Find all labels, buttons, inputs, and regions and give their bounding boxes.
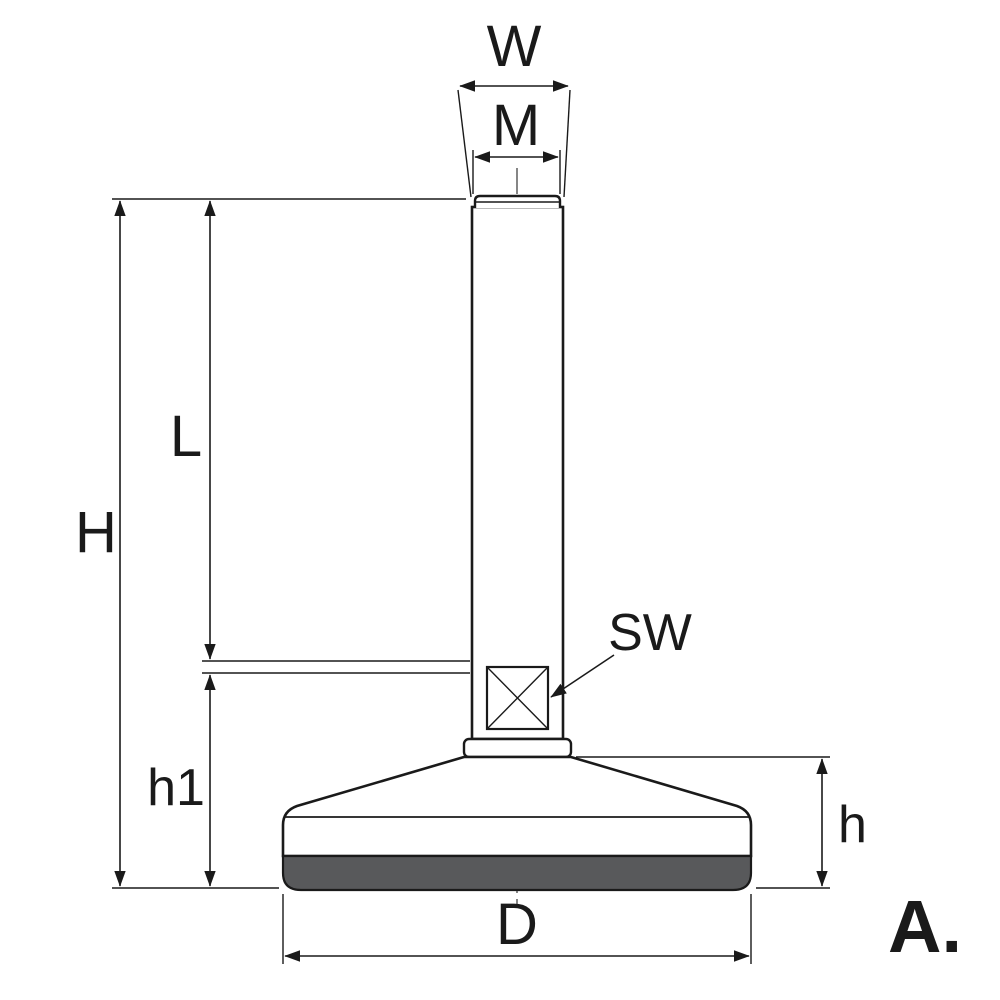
dim-W-extension-left — [457, 89, 472, 198]
wrench-flat-diagonal-2 — [486, 666, 549, 730]
foot-base-body — [281, 755, 753, 858]
threaded-stem-outline — [470, 205, 565, 741]
rubber-pad — [281, 854, 753, 892]
dim-W-extension-right — [563, 89, 571, 198]
dim-M-label: M — [492, 93, 540, 158]
dim-H-label: H — [75, 500, 117, 565]
dim-W-label: W — [487, 14, 542, 79]
dim-h-label: h — [838, 796, 867, 854]
dim-SW-label: SW — [608, 604, 692, 662]
dim-h1-label: h1 — [147, 759, 205, 817]
sw-leader-line — [550, 654, 615, 698]
dim-L-label: L — [170, 404, 202, 469]
dim-D-label: D — [496, 892, 538, 957]
corner-mark: A. — [888, 885, 962, 968]
stem-collar — [462, 737, 573, 759]
